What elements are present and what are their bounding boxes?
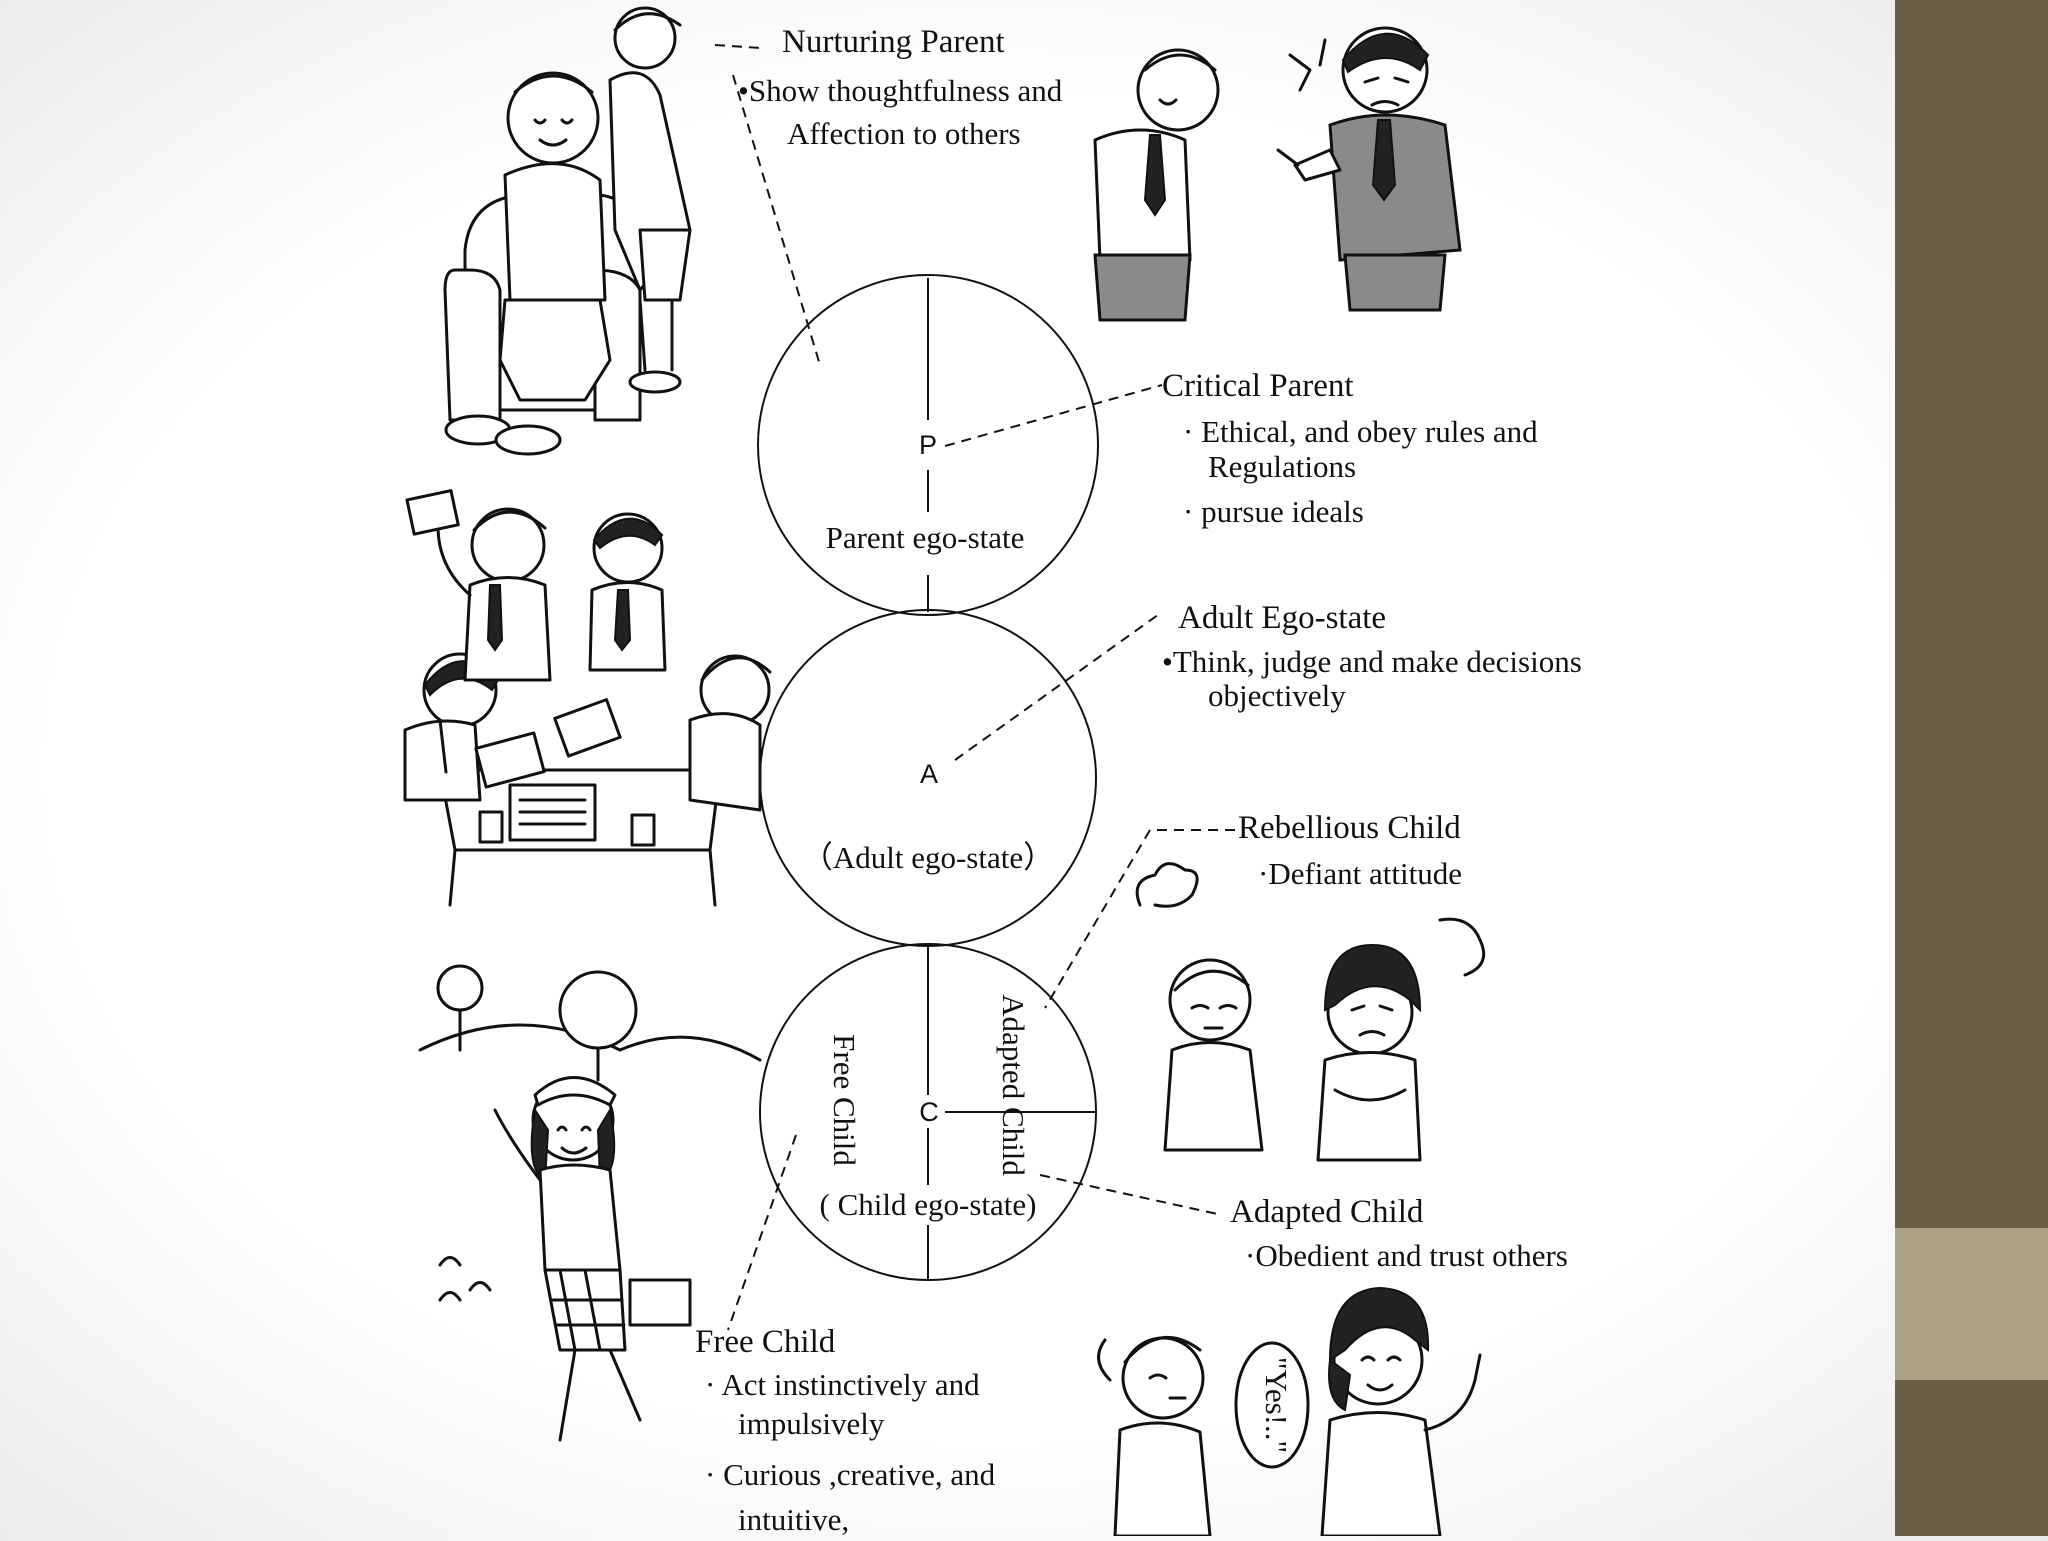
parent-letter: P — [919, 430, 937, 460]
nurturing-parent-text: Nurturing Parent •Show thoughtfulness an… — [738, 24, 1063, 151]
adult-circle: A （Adult ego-state） — [760, 610, 1096, 946]
rebellious-child-illustration — [1137, 864, 1484, 1160]
rebellious-child-text: Rebellious Child ·Defiant attitude — [1238, 810, 1462, 891]
adapted-child-text: Adapted Child ·Obedient and trust others — [1230, 1194, 1568, 1273]
speech-bubble-text: "Yes!.." — [1259, 1357, 1294, 1453]
free-child-line-1: · Act instinctively and — [705, 1367, 980, 1402]
child-circle: C ( Child ego-state) Free Child Adapted … — [760, 944, 1096, 1280]
sidebar-accent-block — [1895, 1228, 2048, 1380]
rebellious-child-title: Rebellious Child — [1238, 810, 1461, 846]
critical-parent-line-1: · Ethical, and obey rules and — [1183, 414, 1538, 449]
adapted-child-illustration: "Yes!.." — [1099, 1288, 1480, 1536]
nurturing-parent-line-1: •Show thoughtfulness and — [738, 73, 1063, 108]
free-child-line-4: intuitive, — [738, 1502, 849, 1536]
adult-title: Adult Ego-state — [1178, 600, 1386, 636]
free-child-title: Free Child — [695, 1324, 836, 1360]
adult-line-1: •Think, judge and make decisions — [1162, 644, 1582, 679]
rebellious-child-line-1: ·Defiant attitude — [1258, 856, 1462, 891]
adult-illustration — [405, 491, 770, 905]
child-circle-label: ( Child ego-state) — [820, 1187, 1037, 1222]
critical-parent-text: Critical Parent · Ethical, and obey rule… — [1162, 368, 1538, 529]
critical-parent-line-2: Regulations — [1208, 449, 1356, 484]
free-child-text: Free Child · Act instinctively and impul… — [695, 1324, 996, 1536]
adapted-child-line-1: ·Obedient and trust others — [1245, 1238, 1568, 1273]
critical-parent-title: Critical Parent — [1162, 368, 1354, 404]
nurturing-parent-illustration — [445, 8, 690, 454]
critical-parent-line-3: · pursue ideals — [1183, 494, 1364, 529]
adult-line-2: objectively — [1208, 678, 1346, 713]
nurturing-parent-line-2: Affection to others — [787, 116, 1021, 151]
free-child-line-2: impulsively — [738, 1406, 885, 1441]
critical-parent-illustration — [1095, 28, 1460, 320]
adult-text: Adult Ego-state •Think, judge and make d… — [1162, 600, 1582, 713]
adapted-child-inner-label: Adapted Child — [996, 994, 1031, 1176]
parent-circle-label: Parent ego-state — [826, 520, 1025, 555]
free-child-line-3: · Curious ,creative, and — [705, 1457, 996, 1492]
adult-letter: A — [920, 759, 938, 789]
free-child-inner-label: Free Child — [827, 1034, 862, 1166]
nurturing-parent-title: Nurturing Parent — [782, 24, 1005, 60]
adapted-child-title: Adapted Child — [1230, 1194, 1424, 1230]
adult-circle-label: （Adult ego-state） — [802, 840, 1054, 875]
child-letter: C — [919, 1097, 939, 1127]
